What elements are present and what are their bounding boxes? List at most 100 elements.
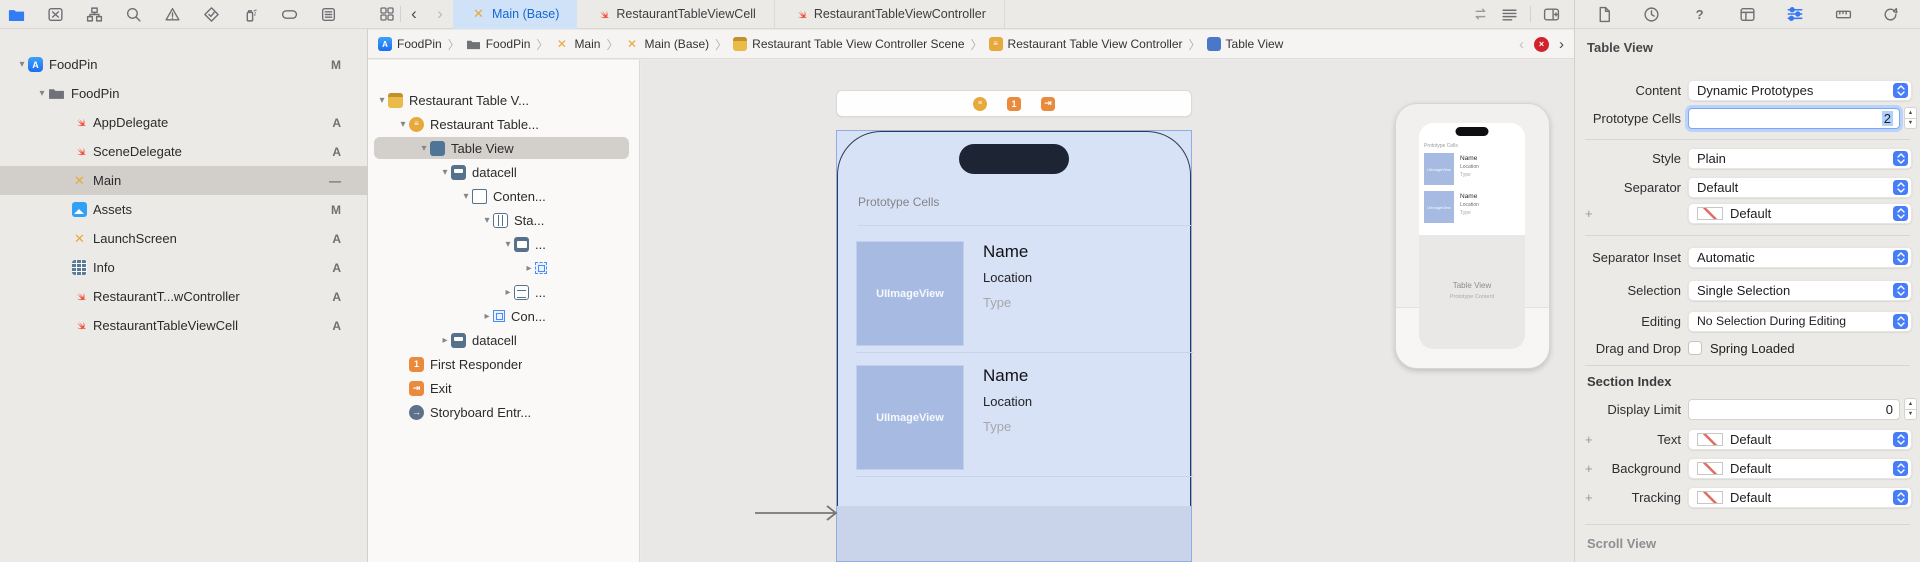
storyboard-entry-arrow[interactable] (755, 503, 839, 528)
tree-row-launchscreen[interactable]: ✕ LaunchScreen A (0, 224, 367, 253)
separator-inset-popup[interactable]: Automatic (1688, 246, 1912, 268)
forward-button[interactable]: › (437, 3, 443, 23)
report-navigator-icon[interactable] (320, 6, 337, 23)
add-editor-icon[interactable] (1543, 6, 1560, 23)
tab-restauranttableviewcell[interactable]: RestaurantTableViewCell (577, 0, 775, 29)
style-popup[interactable]: Plain (1688, 147, 1912, 169)
display-limit-input[interactable]: 0 (1688, 398, 1900, 420)
disclosure-chevron-icon[interactable]: ▾ (463, 190, 469, 202)
background-color-popup[interactable]: Default (1688, 457, 1912, 479)
tree-row-foodpin-group[interactable]: ▾ FoodPin (0, 79, 367, 108)
editing-popup[interactable]: No Selection During Editing (1688, 310, 1912, 332)
outline-row-scene[interactable]: ▾ Restaurant Table V... (368, 88, 639, 112)
separator-color-popup[interactable]: Default (1688, 202, 1912, 224)
breadcrumb-view-controller[interactable]: ≡ Restaurant Table View Controller (988, 37, 1183, 51)
disclosure-chevron-icon[interactable]: ▾ (442, 166, 448, 178)
add-variation-button[interactable]: + (1585, 460, 1593, 476)
breadcrumb-table-view[interactable]: Table View (1206, 37, 1283, 51)
table-view-scene[interactable]: Prototype Cells UIImageView Name Locatio… (836, 130, 1193, 562)
tree-row-info[interactable]: Info A (0, 253, 367, 282)
image-view-placeholder[interactable]: UIImageView (856, 241, 964, 346)
outline-row-datacell[interactable]: ▾ datacell (368, 160, 639, 184)
prototype-cells-input[interactable]: 2 (1688, 107, 1900, 129)
breadcrumb-main[interactable]: ✕ Main (554, 37, 601, 51)
name-label[interactable]: Name (983, 242, 1029, 261)
outline-row-constraints[interactable]: ▸ (368, 256, 639, 280)
tree-row-main-selected[interactable]: ✕ Main — (0, 166, 367, 195)
symbol-navigator-icon[interactable] (86, 6, 103, 23)
device-preview[interactable]: Prototype Cells UIImageView Name Locatio… (1395, 103, 1550, 369)
tree-row-scenedelegate[interactable]: SceneDelegate A (0, 137, 367, 166)
outline-row-image-view[interactable]: ▾ ... (368, 232, 639, 256)
outline-row-first-responder[interactable]: 1 First Responder (368, 352, 639, 376)
back-button[interactable]: ‹ (411, 3, 417, 23)
tab-main-base[interactable]: ✕ Main (Base) (453, 0, 578, 29)
disclosure-chevron-icon[interactable]: ▾ (400, 118, 406, 130)
image-view-placeholder[interactable]: UIImageView (856, 365, 964, 470)
display-limit-stepper[interactable]: ▲▼ (1904, 398, 1917, 420)
error-badge-icon[interactable]: × (1534, 36, 1549, 52)
issue-navigator-icon[interactable] (164, 6, 181, 23)
outline-row-content-view[interactable]: ▾ Conten... (368, 184, 639, 208)
size-inspector-icon[interactable] (1834, 5, 1852, 23)
add-variation-button[interactable]: + (1585, 489, 1593, 505)
help-inspector-icon[interactable]: ? (1695, 6, 1704, 22)
tree-row-appdelegate[interactable]: AppDelegate A (0, 108, 367, 137)
code-review-icon[interactable] (1472, 6, 1489, 23)
disclosure-chevron-icon[interactable]: ▾ (39, 88, 45, 99)
type-label[interactable]: Type (983, 295, 1012, 310)
test-navigator-icon[interactable] (203, 6, 220, 23)
disclosure-chevron-icon[interactable]: ▾ (421, 142, 427, 154)
attributes-inspector-icon[interactable] (1786, 5, 1804, 23)
prototype-cells-stepper[interactable]: ▲▼ (1904, 107, 1917, 129)
breadcrumb-project[interactable]: A FoodPin (378, 37, 442, 51)
exit-icon[interactable]: ⇥ (1041, 96, 1055, 111)
disclosure-chevron-icon[interactable]: ▸ (442, 334, 448, 346)
outline-row-stack-view[interactable]: ▾ Sta... (368, 208, 639, 232)
separator-popup[interactable]: Default (1688, 176, 1912, 198)
view-controller-icon[interactable]: ≡ (973, 96, 987, 111)
debug-navigator-icon[interactable] (242, 6, 259, 23)
add-variation-button[interactable]: + (1585, 431, 1593, 447)
editor-options-icon[interactable] (1501, 6, 1518, 23)
disclosure-chevron-icon[interactable]: ▾ (19, 59, 25, 70)
selection-popup[interactable]: Single Selection (1688, 279, 1912, 301)
tree-row-foodpin-project[interactable]: ▾ A FoodPin M (0, 50, 367, 79)
identity-inspector-icon[interactable] (1738, 5, 1756, 23)
disclosure-chevron-icon[interactable]: ▸ (526, 262, 532, 274)
source-control-icon[interactable] (47, 6, 64, 23)
breakpoint-navigator-icon[interactable] (281, 6, 298, 23)
type-label[interactable]: Type (983, 419, 1012, 434)
outline-row-table-view-selected[interactable]: ▾ Table View (368, 136, 639, 160)
disclosure-chevron-icon[interactable]: ▾ (505, 238, 511, 250)
outline-row-exit[interactable]: ⇥ Exit (368, 376, 639, 400)
tracking-color-popup[interactable]: Default (1688, 486, 1912, 508)
tree-row-restaurantcontroller[interactable]: RestaurantT...wController A (0, 282, 367, 311)
breadcrumb-scene[interactable]: Restaurant Table View Controller Scene (733, 37, 965, 51)
outline-row-storyboard-entry[interactable]: → Storyboard Entr... (368, 400, 639, 424)
tree-row-assets[interactable]: Assets M (0, 195, 367, 224)
breadcrumb-group[interactable]: FoodPin (466, 37, 530, 51)
project-navigator-icon[interactable] (8, 6, 25, 23)
disclosure-chevron-icon[interactable]: ▾ (379, 94, 385, 106)
name-label[interactable]: Name (983, 366, 1029, 385)
prototype-cell-1[interactable]: UIImageView Name Location Type (837, 241, 1193, 353)
content-popup[interactable]: Dynamic Prototypes (1688, 79, 1912, 101)
related-items-icon[interactable] (374, 4, 400, 24)
history-inspector-icon[interactable] (1643, 5, 1661, 23)
text-color-popup[interactable]: Default (1688, 428, 1912, 450)
find-navigator-icon[interactable] (125, 6, 142, 23)
outline-row-datacell-2[interactable]: ▸ datacell (368, 328, 639, 352)
file-inspector-icon[interactable] (1595, 5, 1613, 23)
connections-inspector-icon[interactable] (1882, 5, 1900, 23)
tree-row-restaurantcell[interactable]: RestaurantTableViewCell A (0, 311, 367, 340)
tab-restauranttableviewcontroller[interactable]: RestaurantTableViewController (775, 0, 1005, 29)
prototype-cell-2[interactable]: UIImageView Name Location Type (837, 365, 1193, 477)
breadcrumb-main-base[interactable]: ✕ Main (Base) (624, 37, 709, 51)
location-label[interactable]: Location (983, 394, 1033, 409)
storyboard-canvas[interactable]: ≡ 1 ⇥ Prototype Cells UIImageView Name L… (641, 60, 1574, 562)
disclosure-chevron-icon[interactable]: ▸ (484, 310, 490, 322)
outline-row-label-stack[interactable]: ▸ ... (368, 280, 639, 304)
next-issue-icon[interactable]: › (1559, 35, 1564, 53)
outline-row-constraints-2[interactable]: ▸ Con... (368, 304, 639, 328)
